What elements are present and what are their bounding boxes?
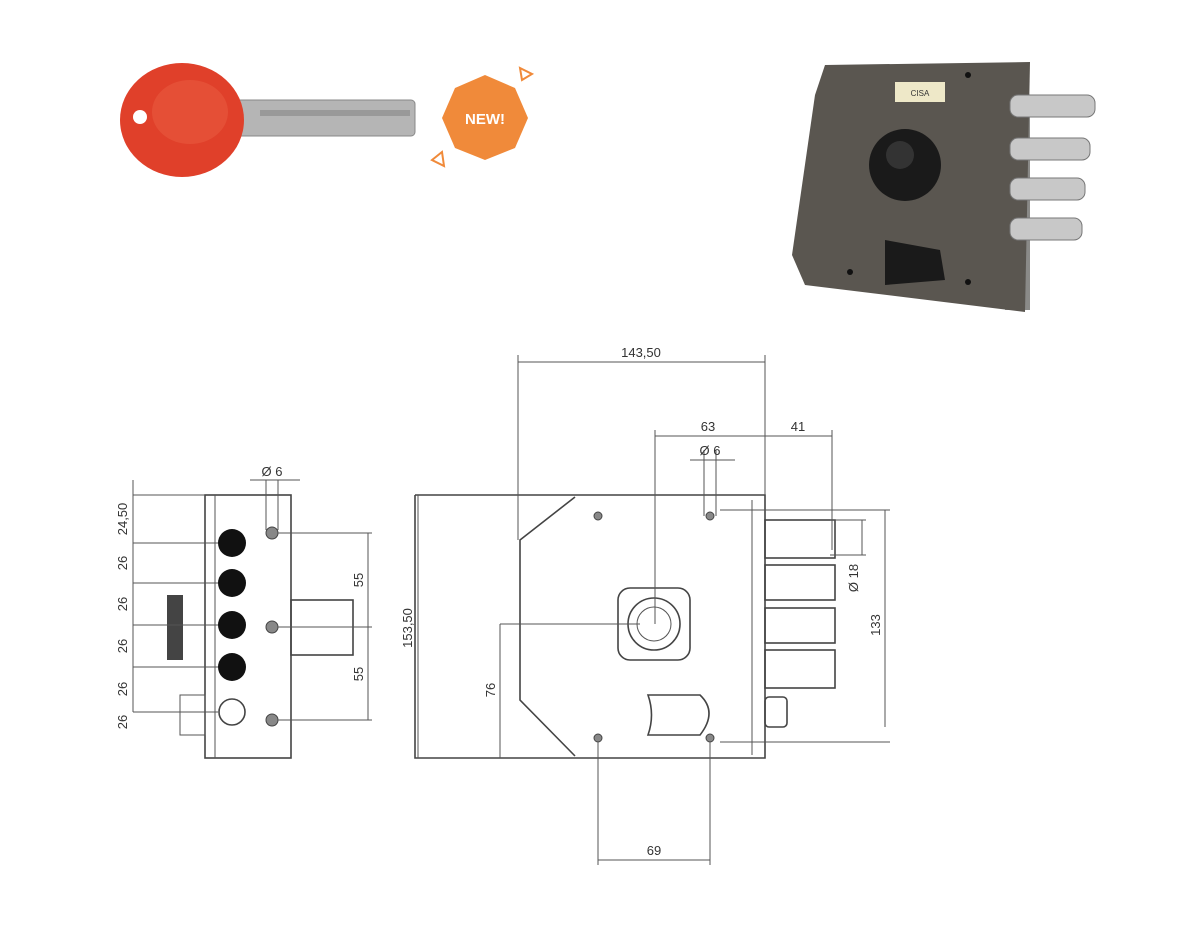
dim-label: 55	[351, 667, 366, 681]
new-badge: NEW!	[430, 66, 535, 168]
side-view-drawing: Ø 6 24,50 26 26 26 26 26 55 55	[115, 464, 372, 759]
screw-span-dim: 69	[647, 843, 661, 858]
cyl-offset-dim: 63	[701, 419, 715, 434]
bolt-span-dim: 133	[868, 614, 883, 636]
dim-label: 24,50	[115, 503, 130, 536]
bolt-throw-dim: 41	[791, 419, 805, 434]
dim-label: 55	[351, 573, 366, 587]
height-dim: 153,50	[400, 608, 415, 648]
hole-dim: Ø 6	[700, 443, 721, 458]
dim-label: 26	[115, 556, 130, 570]
new-badge-label: NEW!	[465, 111, 505, 128]
cyl-height-dim: 76	[483, 683, 498, 697]
front-view-drawing: 143,50 63 41 Ø 6 Ø 18 153,50 76 133 69	[400, 345, 890, 865]
dim-label: 26	[115, 715, 130, 729]
dim-label: 26	[115, 639, 130, 653]
bolt-dia-dim: Ø 18	[846, 564, 861, 592]
key-image	[120, 63, 416, 177]
dim-label: 26	[115, 682, 130, 696]
brand-label: CISA	[911, 89, 930, 98]
width-dim: 143,50	[621, 345, 661, 360]
lock-photo: CISA	[792, 62, 1096, 312]
dim-label: 26	[115, 597, 130, 611]
side-hole-dim: Ø 6	[262, 464, 283, 479]
